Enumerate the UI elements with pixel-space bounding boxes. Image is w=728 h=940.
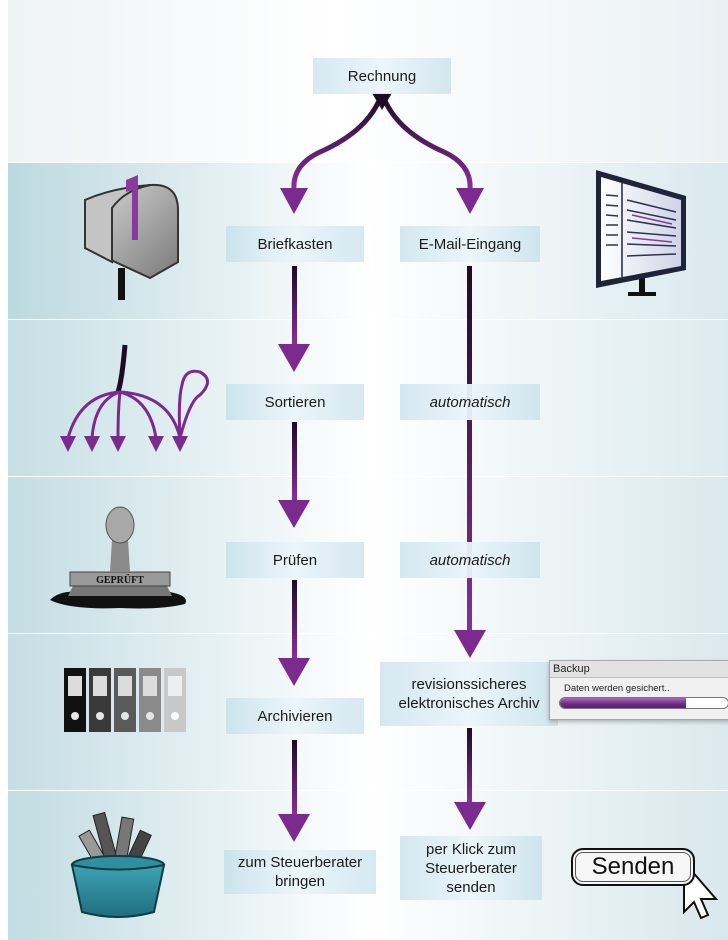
band-sort: [8, 320, 728, 476]
senden-button-label: Senden: [591, 853, 675, 880]
stamp-label: GEPRÜFT: [96, 573, 144, 586]
left-arrows: [278, 266, 310, 842]
steuerberater-senden-label: per Klick zum Steuerberater senden: [400, 836, 542, 900]
mailbox-icon: [84, 175, 179, 300]
backup-dialog: Backup Daten werden gesichert..: [549, 660, 728, 720]
sort-arrows-icon: [60, 344, 209, 452]
binders-icon: [64, 668, 186, 732]
steuerberater-bringen-label: zum Steuerberater bringen: [224, 850, 376, 894]
backup-progress-fill: [560, 698, 686, 708]
briefkasten-label: Briefkasten: [226, 226, 364, 262]
email-eingang-label: E-Mail-Eingang: [400, 226, 540, 262]
stamp-icon: GEPRÜFT: [50, 506, 186, 609]
automatisch-label-1: automatisch: [400, 384, 540, 420]
basket-icon: [70, 811, 166, 918]
automatisch-label-2: automatisch: [400, 542, 540, 578]
elektronisches-archiv-label: revisionssicheres elektronisches Archiv: [380, 662, 558, 726]
senden-button[interactable]: Senden: [571, 848, 695, 886]
archivieren-label: Archivieren: [226, 698, 364, 734]
sortieren-label: Sortieren: [226, 384, 364, 420]
split-arrow: [280, 92, 484, 214]
backup-dialog-title: Backup: [550, 661, 728, 678]
backup-status-text: Daten werden gesichert..: [564, 683, 670, 694]
pruefen-label: Prüfen: [226, 542, 364, 578]
rechnung-label: Rechnung: [313, 58, 451, 94]
backup-progress-bar: [559, 697, 728, 709]
monitor-icon: [596, 170, 686, 296]
right-arrows: [454, 266, 486, 830]
